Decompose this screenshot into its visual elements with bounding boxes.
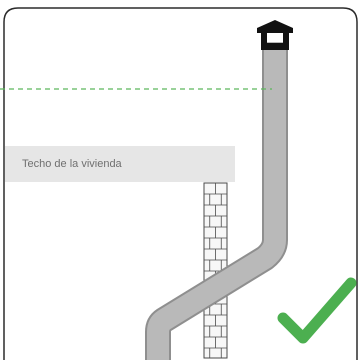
flue-pipe (147, 42, 286, 360)
diagram-frame (3, 7, 358, 360)
checkmark-icon (277, 277, 357, 344)
chimney-cap-icon (257, 20, 293, 50)
roof-band (5, 146, 235, 182)
brick-chimney (203, 182, 228, 359)
roof-label: Techo de la vivienda (22, 158, 122, 170)
